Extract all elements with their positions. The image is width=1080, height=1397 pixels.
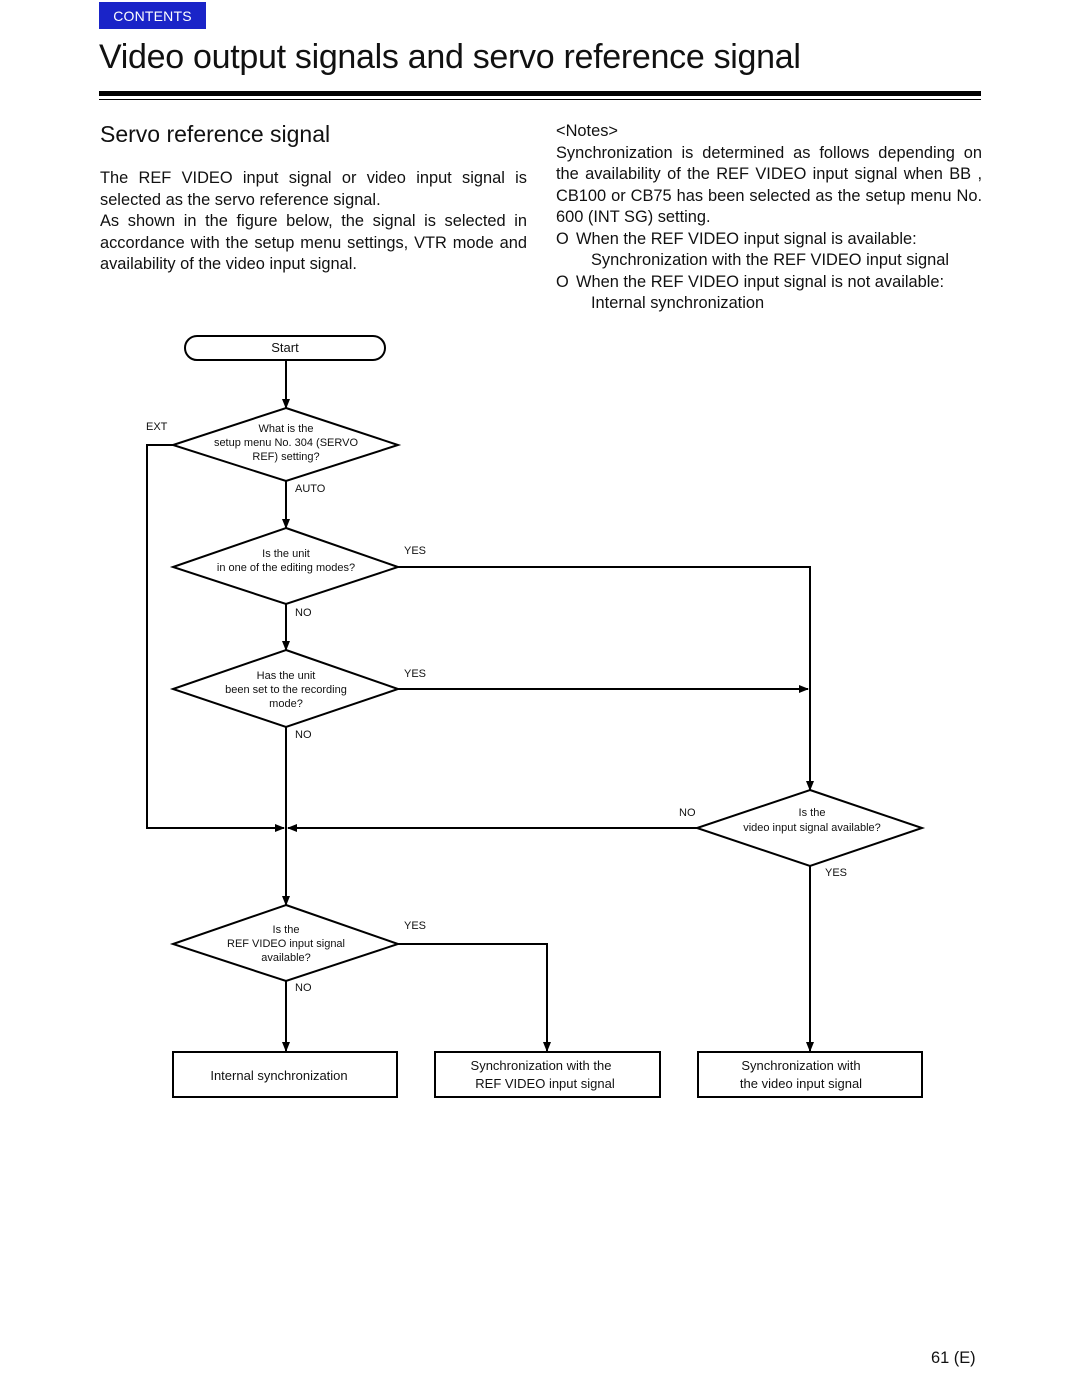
title-rule-thick [99,91,981,96]
notes-item-2-condition: When the REF VIDEO input signal is not a… [576,272,945,291]
notes-body: Synchronization is determined as follows… [556,143,982,227]
result-internal-sync [172,1051,398,1098]
bullet-mark: O [556,272,569,291]
video-sync-line-1: Synchronization with [741,1058,860,1073]
bullet-mark: O [556,229,569,248]
contents-button[interactable]: CONTENTS [99,2,206,29]
ref-sync-line-2: REF VIDEO input signal [475,1076,615,1091]
d1-line-3: REF) setting? [252,451,319,463]
decision-ref-video-available [169,903,402,983]
connector-d5-yes [398,943,551,1052]
page-title: Video output signals and servo reference… [99,38,801,76]
d1-line-2: setup menu No. 304 (SERVO [214,437,359,449]
notes-item-2-result: Internal synchronization [591,294,765,312]
d3-line-1: Has the unit [257,670,316,682]
d2-line-2: in one of the editing modes? [217,562,355,574]
internal-sync-label: Internal synchronization [210,1068,347,1083]
d3-no-label: NO [295,729,312,741]
start-label: Start [271,340,299,355]
title-rule-thin [99,99,981,100]
d5-line-3: available? [261,952,311,964]
d4-yes-label: YES [825,867,847,879]
video-sync-line-2: the video input signal [740,1076,862,1091]
d5-no-label: NO [295,982,312,994]
page-number: 61 (E) [931,1349,976,1367]
d1-ext-label: EXT [146,421,168,433]
d1-line-1: What is the [258,423,313,435]
start-terminal [184,335,386,361]
d4-line-1: Is the [799,807,826,819]
d3-line-2: been set to the recording [225,684,347,696]
connector-ext-loop [146,444,285,832]
decision-video-input-available [693,788,926,868]
intro-text: The REF VIDEO input signal or video inpu… [100,168,527,276]
d4-no-label: NO [679,807,696,819]
connector-d2-yes [398,566,814,791]
result-video-input-sync [697,1051,923,1098]
d2-no-label: NO [295,607,312,619]
decision-editing-mode [169,526,402,606]
d1-auto-label: AUTO [295,483,326,495]
notes-heading: <Notes> [556,122,618,140]
decision-servo-ref-setting [169,406,402,483]
d5-yes-label: YES [404,920,426,932]
intro-paragraph-1: The REF VIDEO input signal or video inpu… [100,169,527,209]
notes-item-1-condition: When the REF VIDEO input signal is avail… [576,229,917,248]
d2-yes-label: YES [404,545,426,557]
d5-line-2: REF VIDEO input signal [227,938,345,950]
section-title: Servo reference signal [100,121,331,147]
intro-paragraph-2: As shown in the figure below, the signal… [100,212,527,273]
d3-line-3: mode? [269,698,303,710]
d4-line-2: video input signal available? [743,822,881,834]
notes-item-2: O When the REF VIDEO input signal is not … [556,272,982,294]
ref-sync-line-1: Synchronization with the [471,1058,612,1073]
decision-recording-mode [169,648,402,729]
d2-line-1: Is the unit [262,548,310,560]
notes-item-1: O When the REF VIDEO input signal is avai… [556,229,982,251]
notes-item-1-result: Synchronization with the REF VIDEO input… [591,251,950,269]
d3-yes-label: YES [404,668,426,680]
notes-block: <Notes> Synchronization is determined as… [556,121,982,315]
d5-line-1: Is the [273,924,300,936]
result-ref-video-sync [434,1051,661,1098]
